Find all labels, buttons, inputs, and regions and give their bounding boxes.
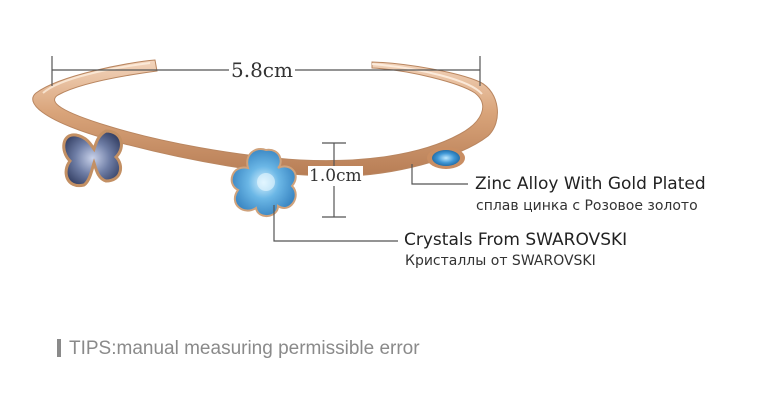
leader-line-crystal	[273, 205, 398, 242]
crystal-callout-ru: Кристаллы от SWAROVSKI	[405, 253, 596, 269]
width-label: 5.8cm	[229, 58, 295, 82]
leader-line-alloy	[411, 164, 468, 185]
oval-crystal	[427, 147, 465, 169]
crystal-callout-en: Crystals From SWAROVSKI	[404, 230, 628, 250]
tips-marker	[57, 339, 61, 357]
butterfly-crystal	[62, 129, 123, 188]
alloy-callout-en: Zinc Alloy With Gold Plated	[475, 174, 706, 194]
height-label: 1.0cm	[308, 166, 363, 186]
flower-crystal	[230, 148, 297, 217]
alloy-callout-ru: сплав цинка с Розовое золото	[476, 198, 698, 214]
tips-note: TIPS:manual measuring permissible error	[69, 338, 420, 359]
